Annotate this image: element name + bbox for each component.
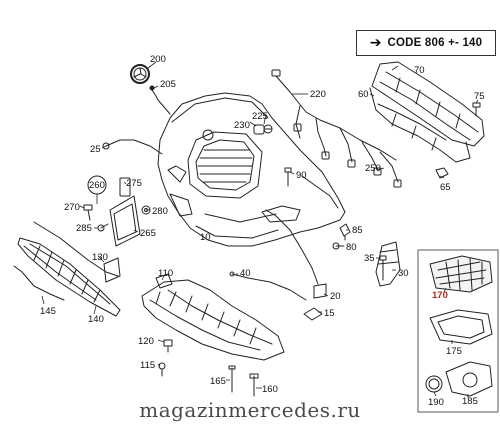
bumper-cover-part <box>157 92 346 247</box>
callout-270: 270 <box>64 202 80 213</box>
callout-220: 220 <box>310 89 326 100</box>
callout-115: 115 <box>140 360 155 371</box>
star-emblem-part <box>130 64 150 84</box>
trim-ring-190-part <box>425 375 443 393</box>
callout-225: 225 <box>252 111 268 122</box>
parking-sensor-part <box>253 124 273 135</box>
callout-200: 200 <box>150 54 166 65</box>
screw-285-part <box>97 223 109 232</box>
bolt-75-part <box>472 102 481 117</box>
lower-cover-part <box>141 273 285 361</box>
callout-75: 75 <box>474 91 485 102</box>
callout-275: 275 <box>126 178 142 189</box>
callout-10: 10 <box>200 232 211 243</box>
callout-110: 110 <box>158 268 173 279</box>
callout-140: 140 <box>88 314 104 325</box>
callout-40: 40 <box>240 268 251 279</box>
callout-15: 15 <box>324 308 335 319</box>
callout-175: 175 <box>446 346 462 357</box>
callout-260: 260 <box>89 180 105 191</box>
cable-40-part <box>231 273 307 301</box>
callout-190: 190 <box>428 397 444 408</box>
callout-35: 35 <box>364 253 375 264</box>
impact-absorber-part <box>369 61 485 163</box>
callout-65: 65 <box>440 182 451 193</box>
callout-160: 160 <box>262 384 278 395</box>
fog-trim-175-part <box>429 309 493 345</box>
bracket-30-part <box>375 241 401 287</box>
callout-165: 165 <box>210 376 226 387</box>
part-260-marker <box>87 175 107 195</box>
bolt-165-part <box>228 365 236 393</box>
lower-grille-part <box>17 237 121 317</box>
clip-85-part <box>339 223 351 241</box>
callout-285: 285 <box>76 223 92 234</box>
arrow-right-icon: ➔ <box>369 35 382 51</box>
callout-60: 60 <box>358 89 369 100</box>
cap-15-part <box>303 307 323 321</box>
variant-box <box>417 249 499 413</box>
callout-185: 185 <box>462 396 478 407</box>
license-plate-holder-part <box>109 177 151 247</box>
grille-bar-130-part <box>33 221 119 277</box>
emblem-clip-part <box>151 89 171 115</box>
callout-265: 265 <box>140 228 156 239</box>
callout-120: 120 <box>138 336 154 347</box>
callout-145: 145 <box>40 306 56 317</box>
callout-70: 70 <box>414 65 425 76</box>
callout-130: 130 <box>92 252 108 263</box>
callout-20: 20 <box>330 291 341 302</box>
cap-65-part <box>435 167 449 179</box>
callout-230: 230 <box>234 120 250 131</box>
washer-nozzle-20-part <box>313 283 327 299</box>
watermark: magazinmercedes.ru <box>139 398 361 422</box>
fog-cover-185-part <box>445 361 493 397</box>
clip-120-part <box>163 339 173 353</box>
leader-lines <box>41 61 479 398</box>
callout-30: 30 <box>398 268 409 279</box>
callout-250: 250 <box>365 163 381 174</box>
code-note-box: ➔ CODE 806 +- 140 <box>356 30 496 56</box>
screw-35-part <box>379 255 387 281</box>
bolt-160-part <box>249 373 259 397</box>
callout-80: 80 <box>346 242 357 253</box>
cable-20-part <box>265 209 319 285</box>
callout-labels: 200 205 220 225 230 70 60 75 25 250 65 9… <box>40 54 485 408</box>
cable-25-part <box>105 139 163 155</box>
screw-270-part <box>83 204 93 221</box>
callout-25: 25 <box>90 144 101 155</box>
callout-85: 85 <box>352 225 363 236</box>
callout-170: 170 <box>432 290 448 301</box>
callout-90: 90 <box>296 170 307 181</box>
bolt-90-part <box>284 167 292 187</box>
callout-205: 205 <box>160 79 176 90</box>
clip-115-part <box>158 362 166 377</box>
trim-strip-145-part <box>13 265 65 301</box>
fog-grille-170-part <box>429 255 493 293</box>
wiring-harness-part <box>271 69 402 188</box>
bracket-130-part <box>103 257 121 283</box>
callout-280: 280 <box>152 206 168 217</box>
code-note-text: CODE 806 +- 140 <box>387 37 483 49</box>
